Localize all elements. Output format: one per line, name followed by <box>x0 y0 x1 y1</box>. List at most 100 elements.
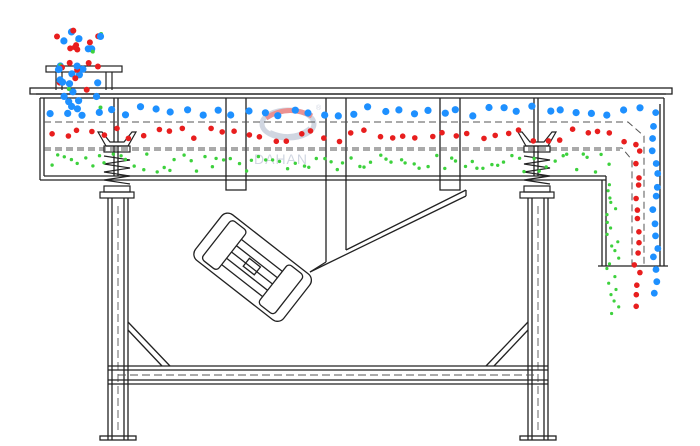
coarse-particle <box>68 70 76 78</box>
medium-particle <box>606 130 613 136</box>
medium-particle <box>231 128 237 134</box>
fine-particle <box>62 155 66 159</box>
fine-particle <box>599 152 603 157</box>
coarse-particle <box>95 108 103 116</box>
medium-particle <box>633 160 639 167</box>
fine-particle <box>510 153 514 158</box>
medium-particle <box>515 127 522 133</box>
fine-particle <box>496 163 500 167</box>
fine-particle <box>264 158 268 162</box>
fine-particle <box>614 287 618 292</box>
fine-particle <box>581 152 585 156</box>
fine-particle <box>214 156 218 161</box>
medium-particle <box>621 138 627 145</box>
coarse-particle <box>652 266 660 273</box>
medium-particle <box>114 125 120 132</box>
coarse-particle <box>650 253 657 261</box>
coarse-particle <box>512 107 520 115</box>
fine-particle <box>585 155 589 159</box>
coarse-particle <box>528 102 536 110</box>
medium-particle <box>481 135 487 142</box>
fine-particle <box>358 164 362 169</box>
medium-particle <box>208 125 214 132</box>
fine-particle <box>50 163 54 167</box>
fine-particle <box>593 170 598 174</box>
medium-particle <box>140 132 147 139</box>
fine-particle <box>237 161 242 166</box>
medium-particle <box>377 133 384 140</box>
medium-particle <box>463 130 470 137</box>
fine-particle <box>75 161 79 166</box>
fine-particle <box>501 160 506 164</box>
coarse-particle <box>556 106 564 114</box>
fine-particle <box>168 168 172 173</box>
medium-particle <box>256 134 263 140</box>
medium-particle <box>273 138 280 145</box>
coarse-particle <box>649 206 657 214</box>
fine-particle <box>490 162 494 167</box>
coarse-particle <box>121 111 130 119</box>
coarse-particle <box>136 103 145 111</box>
coarse-particle <box>60 92 68 100</box>
fine-particle <box>155 170 159 174</box>
coarse-particle <box>651 220 659 228</box>
fine-particle <box>97 154 102 158</box>
coarse-particle <box>653 183 661 191</box>
medium-particle <box>179 125 186 132</box>
fine-particle <box>162 165 166 170</box>
medium-particle <box>636 239 642 246</box>
fine-particle <box>323 156 327 161</box>
coarse-particle <box>451 106 459 114</box>
fine-particle <box>544 165 548 169</box>
fine-particle <box>314 156 318 161</box>
watermark-registered-mark: ® <box>316 104 322 112</box>
medium-particle <box>633 195 639 202</box>
fine-particle <box>617 256 621 260</box>
fine-particle <box>607 262 612 266</box>
fine-particle <box>203 154 207 159</box>
fine-particle <box>91 164 95 168</box>
medium-particle <box>347 130 354 136</box>
medium-particle <box>492 132 499 139</box>
coarse-particle <box>350 110 358 118</box>
fine-particle <box>56 153 60 157</box>
fine-particle <box>69 157 74 162</box>
medium-particle <box>530 138 537 144</box>
medium-particle <box>54 33 60 40</box>
medium-particle <box>65 133 72 139</box>
fine-particle <box>249 158 254 162</box>
coarse-particle <box>652 232 659 240</box>
fine-particle <box>537 169 541 173</box>
medium-particle <box>70 27 77 34</box>
fine-particle <box>102 161 106 165</box>
fine-particle <box>616 240 620 244</box>
fine-particle <box>329 160 333 164</box>
medium-particle <box>631 262 638 268</box>
fine-particle <box>379 153 383 157</box>
support-stand <box>99 198 557 441</box>
coarse-particle <box>108 106 116 114</box>
fine-particle <box>335 167 339 172</box>
screen-box <box>39 97 668 267</box>
fine-particle <box>475 166 479 170</box>
coarse-particle <box>199 111 207 119</box>
coarse-particle <box>441 109 449 117</box>
medium-particle <box>636 148 643 154</box>
coarse-particle <box>650 289 658 297</box>
fine-particle <box>132 164 136 168</box>
medium-particle <box>585 130 592 136</box>
coarse-particle <box>55 65 63 73</box>
coarse-particle <box>94 79 102 87</box>
medium-particle <box>505 130 512 137</box>
coarse-particle <box>649 135 656 142</box>
fine-particle <box>172 157 176 162</box>
fine-particle <box>98 105 103 110</box>
fine-particle <box>435 153 439 158</box>
coarse-particle <box>73 105 81 113</box>
coarse-particle <box>603 111 611 119</box>
fine-particle <box>613 249 617 253</box>
fine-particle <box>605 232 609 236</box>
fine-particle <box>532 156 536 161</box>
medium-particle <box>299 131 305 137</box>
medium-particle <box>246 132 253 138</box>
